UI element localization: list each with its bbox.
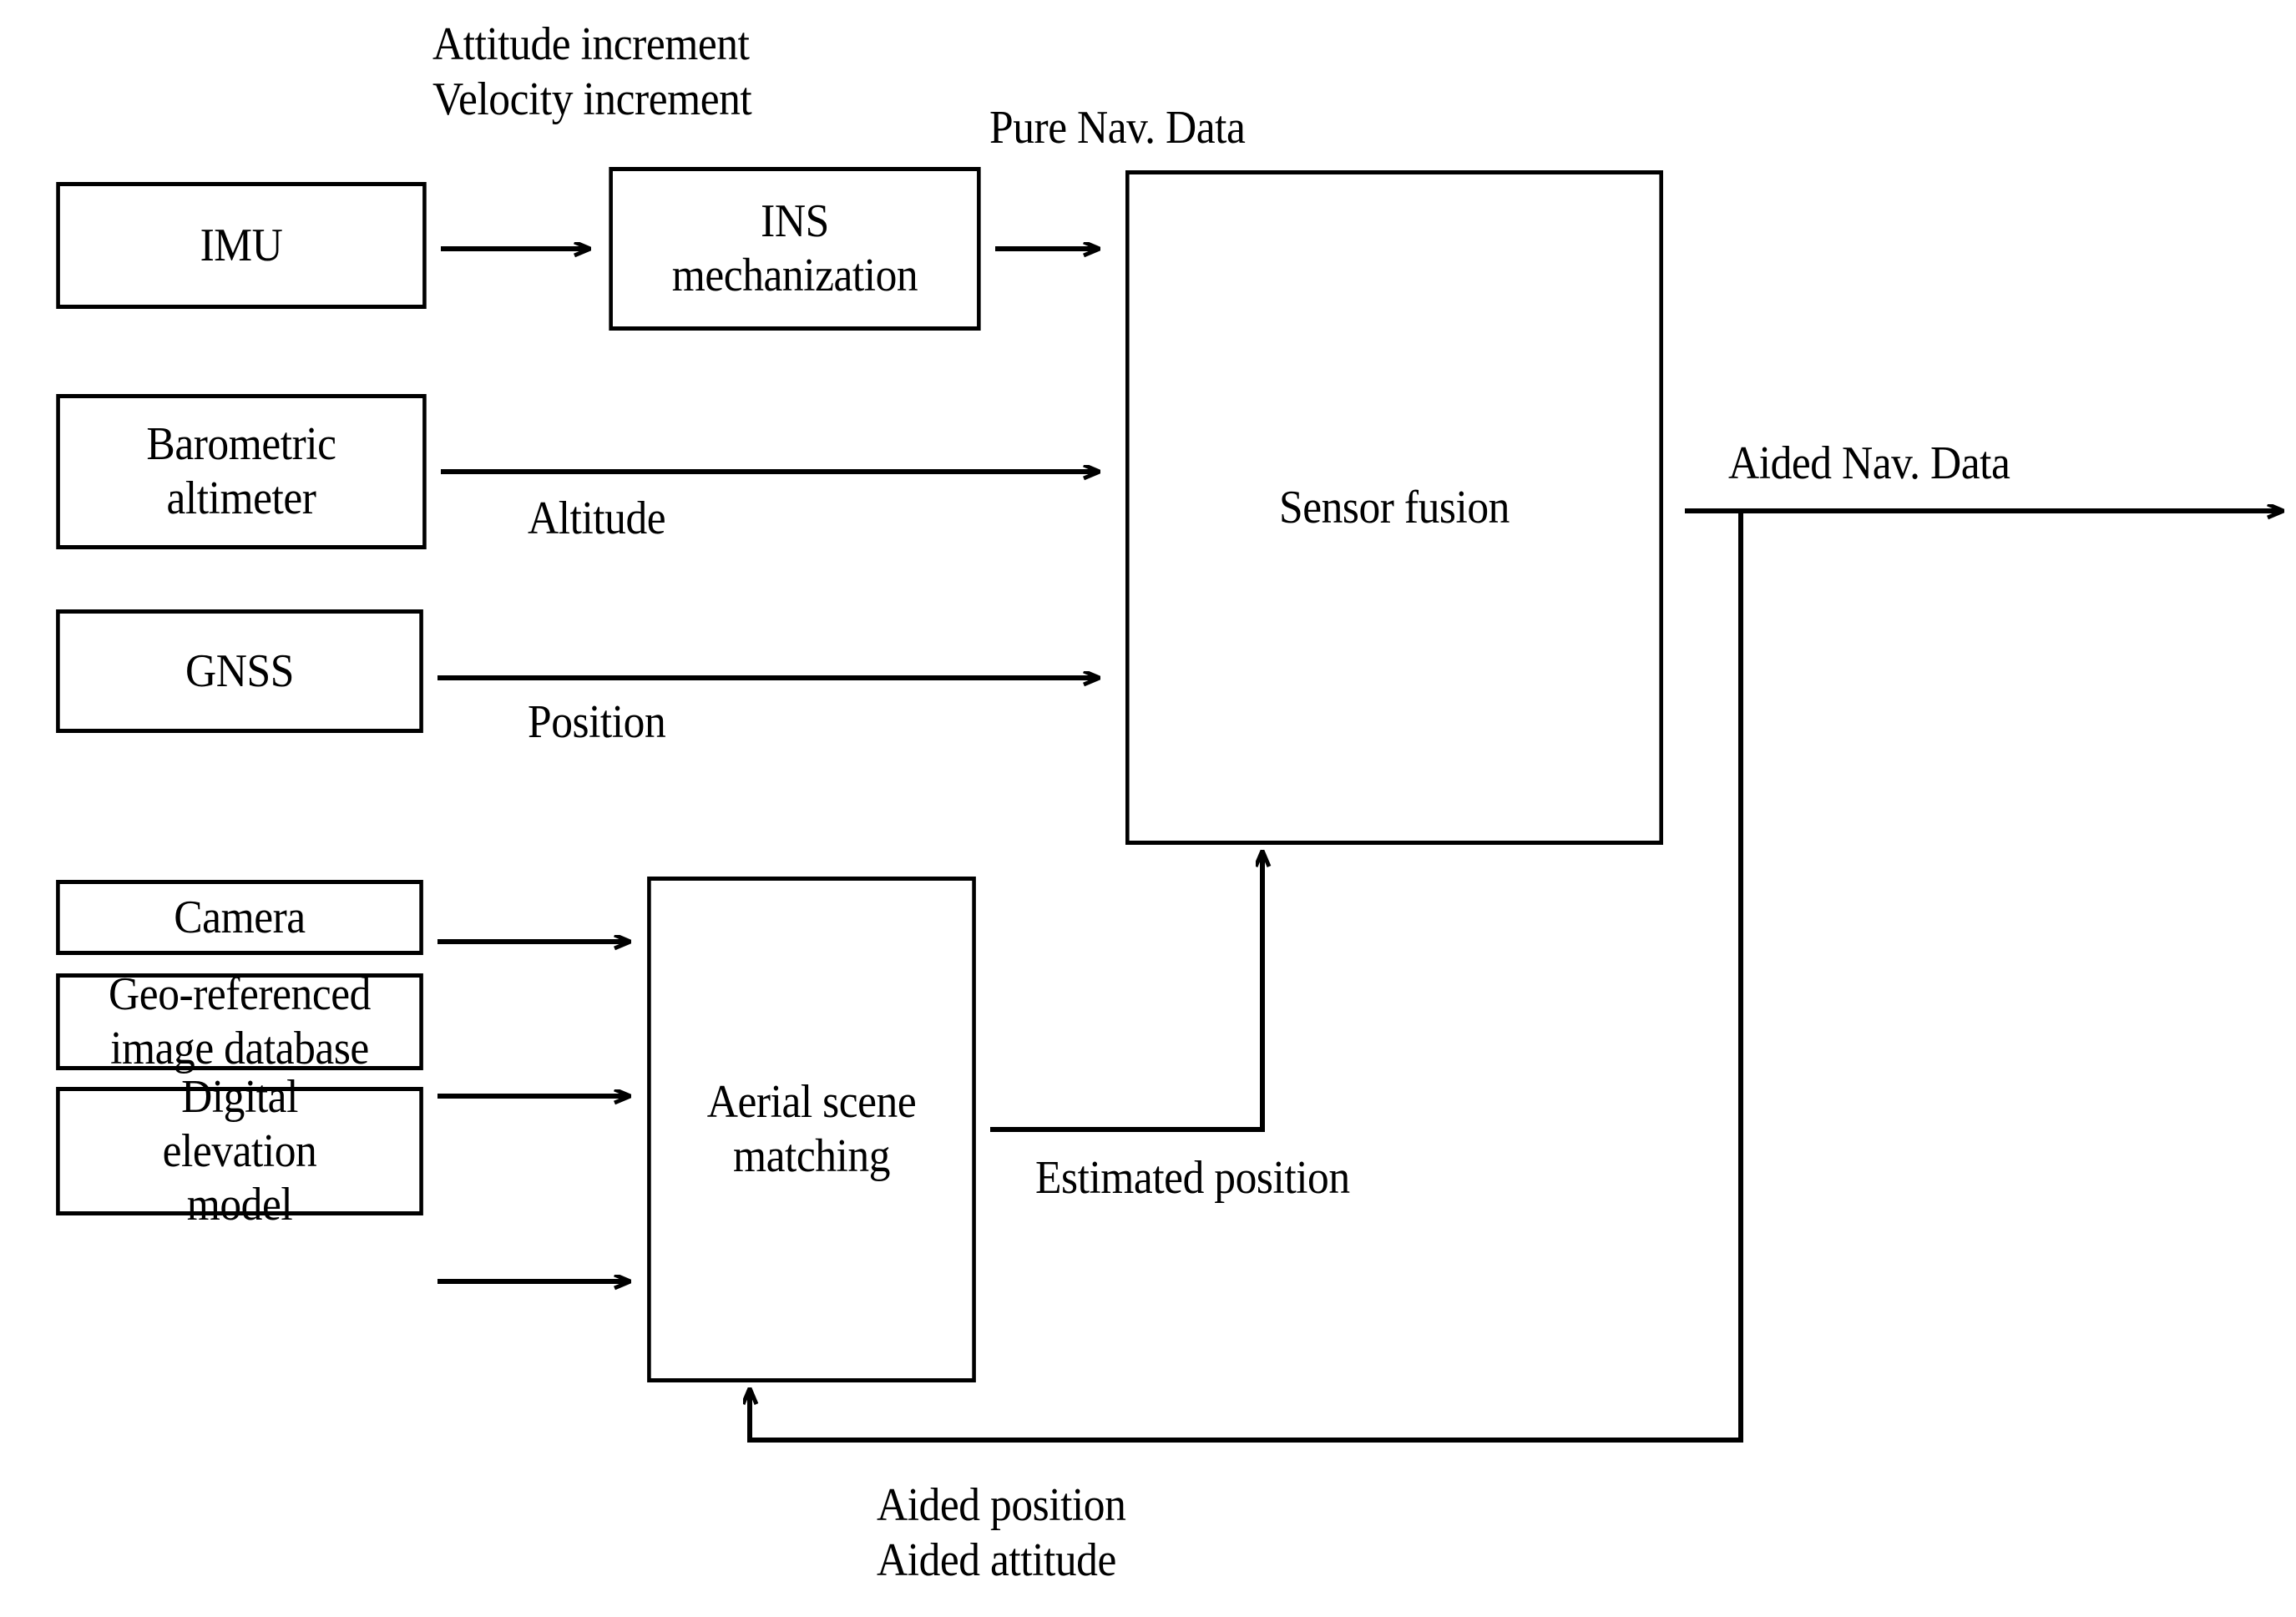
edge-label-gnss-to-fusion: Position bbox=[528, 696, 666, 748]
edge-label-asm-to-fusion: Estimated position bbox=[1035, 1152, 1350, 1204]
node-gnss-label: GNSS bbox=[185, 644, 294, 697]
node-aerial-scene-matching[interactable]: Aerial scene matching bbox=[647, 877, 976, 1382]
node-digital-elevation-model-label: Digital elevation model bbox=[162, 1070, 317, 1231]
node-camera-label: Camera bbox=[174, 891, 306, 943]
edge-label-fusion-output: Aided Nav. Data bbox=[1728, 437, 2010, 489]
edge-label-ins-to-fusion: Pure Nav. Data bbox=[989, 102, 1246, 154]
node-geo-referenced-image-database-label: Geo-referenced image database bbox=[109, 968, 371, 1074]
node-aerial-scene-matching-label: Aerial scene matching bbox=[706, 1076, 917, 1182]
node-sensor-fusion-label: Sensor fusion bbox=[1279, 481, 1510, 533]
node-sensor-fusion[interactable]: Sensor fusion bbox=[1125, 170, 1663, 845]
node-camera[interactable]: Camera bbox=[56, 880, 423, 955]
node-geo-referenced-image-database[interactable]: Geo-referenced image database bbox=[56, 968, 423, 1074]
node-ins-mechanization-label: INS mechanization bbox=[671, 195, 918, 301]
node-gnss[interactable]: GNSS bbox=[56, 609, 423, 733]
node-digital-elevation-model[interactable]: Digital elevation model bbox=[56, 1071, 423, 1230]
connector-fusion-feedback bbox=[750, 511, 1743, 1443]
edge-label-fusion-feedback: Aided position Aided attitude bbox=[877, 1479, 1126, 1587]
node-ins-mechanization[interactable]: INS mechanization bbox=[609, 167, 981, 331]
node-barometric-altimeter-label: Barometric altimeter bbox=[146, 418, 336, 524]
connector-asm-to-fusion bbox=[990, 851, 1262, 1132]
edge-label-imu-to-ins: Attitude increment Velocity increment bbox=[432, 18, 752, 126]
edge-label-baro-to-fusion: Altitude bbox=[528, 493, 666, 544]
node-barometric-altimeter[interactable]: Barometric altimeter bbox=[56, 394, 427, 549]
node-imu-label: IMU bbox=[200, 219, 283, 271]
node-imu[interactable]: IMU bbox=[56, 182, 427, 309]
